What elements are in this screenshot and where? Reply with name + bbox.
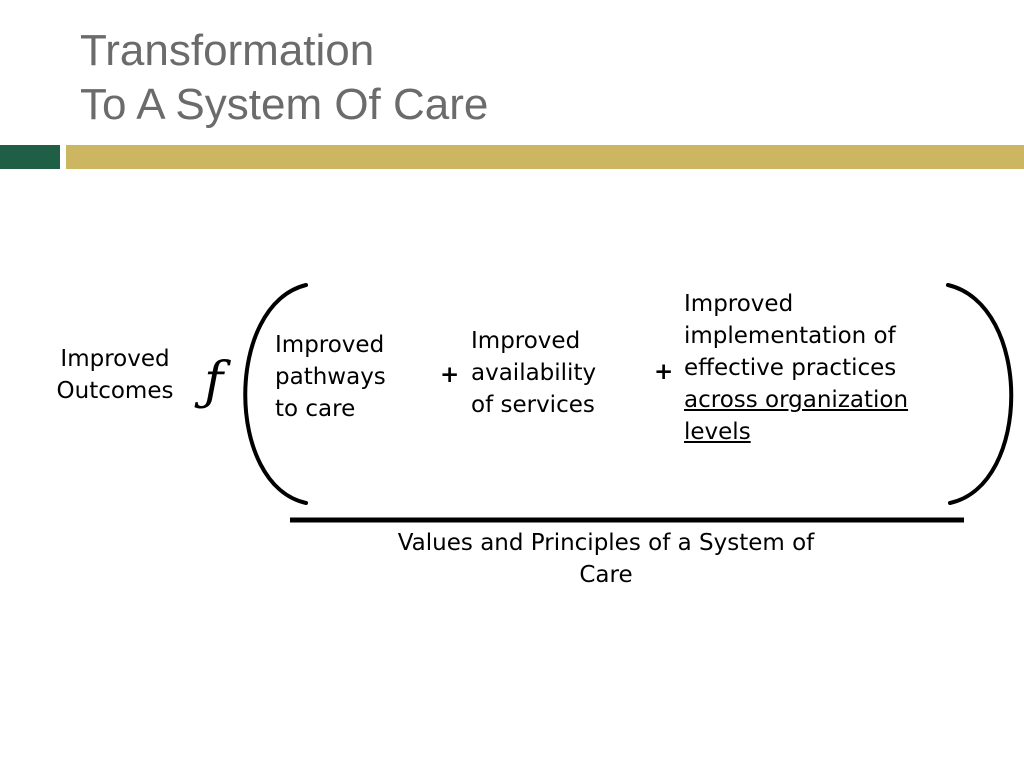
term-implementation-line-5: levels (684, 419, 751, 445)
term-availability: Improved availability of services (471, 325, 641, 421)
term-availability-line-3: of services (471, 392, 595, 418)
accent-bar-green (0, 145, 60, 169)
outcome-line-1: Improved (60, 346, 170, 372)
outcome-line-2: Outcomes (56, 378, 174, 404)
accent-bar-gold (66, 145, 1024, 169)
term-implementation-line-1: Improved (684, 291, 794, 317)
right-parenthesis (946, 283, 1014, 505)
term-implementation: Improved implementation of effective pra… (684, 288, 984, 448)
outcome-label: Improved Outcomes (40, 343, 190, 407)
term-pathways: Improved pathways to care (275, 329, 435, 425)
title-line-1: Transformation (80, 26, 375, 75)
term-implementation-line-4: across organization (684, 387, 909, 413)
term-pathways-line-1: Improved (275, 332, 385, 358)
foundation-line-1: Values and Principles of a System of (397, 530, 815, 556)
term-implementation-line-2: implementation of (684, 323, 896, 349)
plus-operator-2: + (654, 359, 674, 385)
term-pathways-line-2: pathways (275, 364, 386, 390)
term-pathways-line-3: to care (275, 396, 356, 422)
title-line-2: To A System Of Care (80, 80, 489, 129)
foundation-label: Values and Principles of a System of Car… (340, 527, 872, 591)
plus-operator-1: + (440, 362, 460, 388)
slide-title: Transformation To A System Of Care (80, 24, 488, 132)
left-parenthesis (243, 283, 308, 505)
term-availability-line-1: Improved (471, 328, 581, 354)
function-symbol: ƒ (204, 352, 224, 412)
term-implementation-line-3: effective practices (684, 355, 897, 381)
term-availability-line-2: availability (471, 360, 597, 386)
foundation-line-2: Care (579, 562, 633, 588)
